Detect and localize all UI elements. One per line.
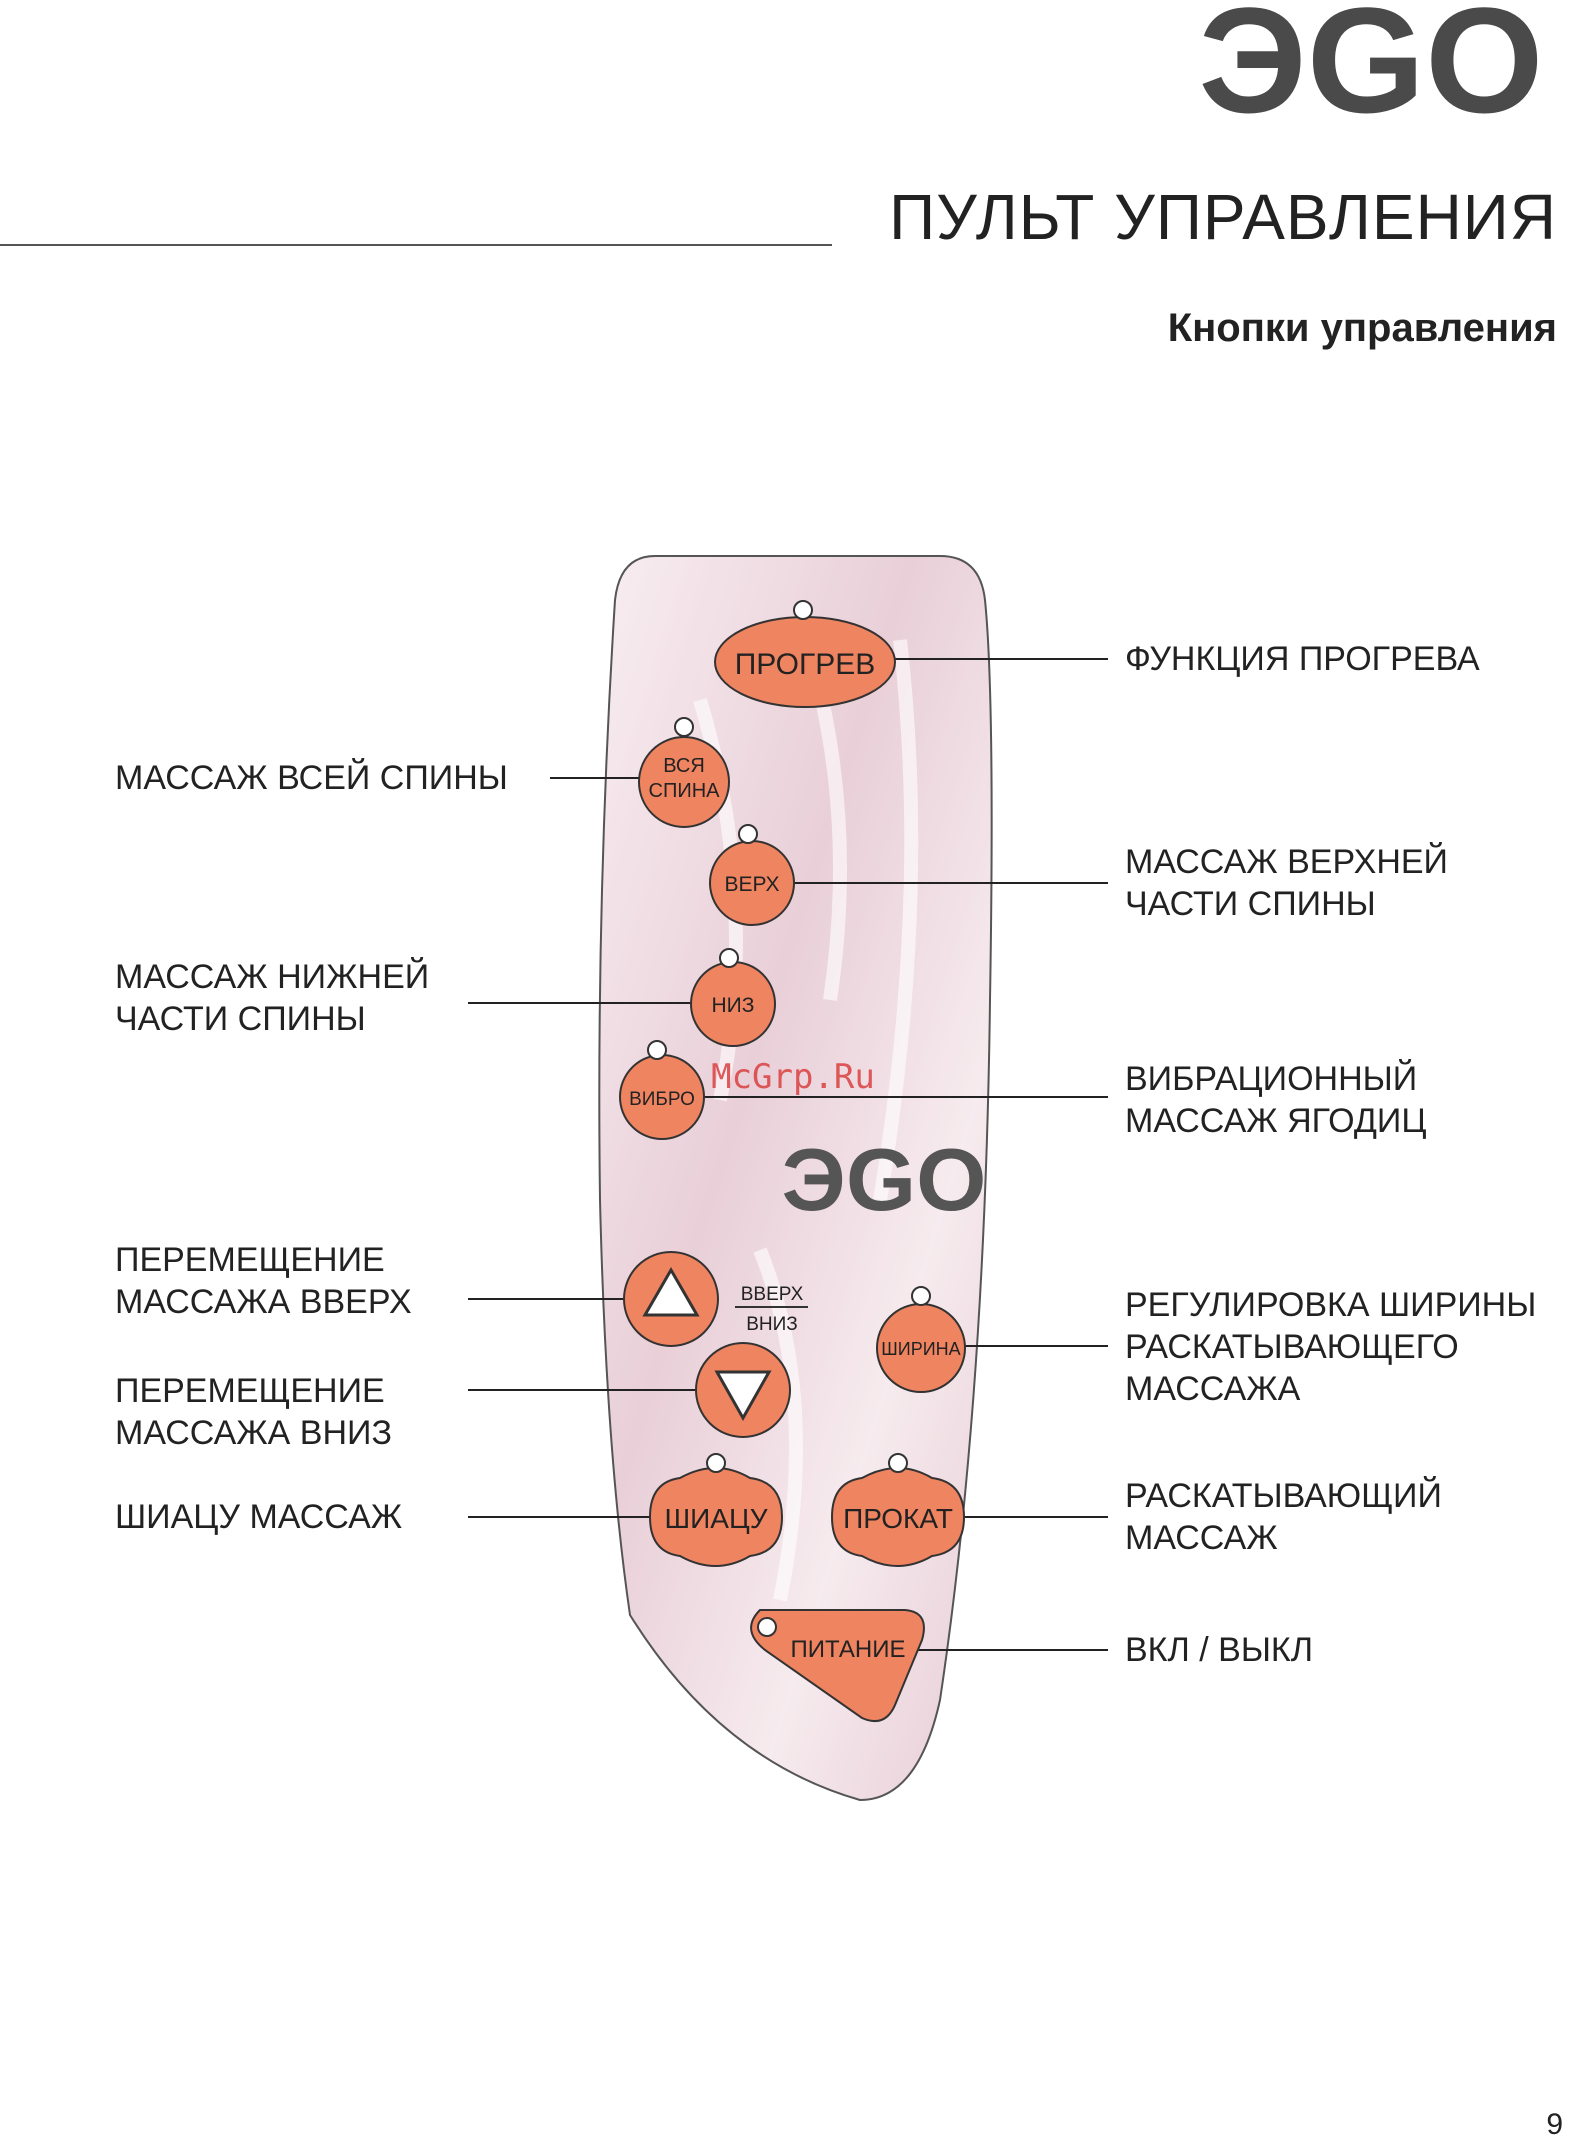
vibro-button-label: ВИБРО: [629, 1089, 695, 1110]
section-subtitle: Кнопки управления: [1167, 306, 1557, 350]
power-indicator-led: [757, 1617, 777, 1637]
full-back-indicator-led: [674, 717, 694, 737]
width-indicator-led: [911, 1286, 931, 1306]
width-button[interactable]: ШИРИНА: [876, 1303, 966, 1393]
warm-indicator-led: [793, 600, 813, 620]
lower-indicator-led: [719, 948, 739, 968]
power-button-label: ПИТАНИЕ: [791, 1636, 906, 1663]
label-shiatsu: ШИАЦУ МАССАЖ: [115, 1498, 403, 1536]
full-back-button[interactable]: ВСЯ СПИНА: [638, 736, 730, 828]
full-back-label-1: ВСЯ: [663, 755, 705, 777]
brand-logo-text: ЭGO: [1199, 0, 1544, 125]
move-up-button[interactable]: [623, 1251, 719, 1347]
arrow-up-icon: [642, 1267, 700, 1317]
vibro-button[interactable]: ВИБРО: [619, 1054, 705, 1140]
upper-indicator-led: [738, 824, 758, 844]
lower-button-label: НИЗ: [712, 994, 755, 1017]
warm-button-label: ПРОГРЕВ: [735, 648, 876, 681]
upper-button-label: ВЕРХ: [724, 873, 779, 896]
power-button[interactable]: ПИТАНИЕ: [750, 1609, 925, 1722]
upper-button[interactable]: ВЕРХ: [709, 840, 795, 926]
shiatsu-indicator-led: [706, 1453, 726, 1473]
label-warm: ФУНКЦИЯ ПРОГРЕВА: [1125, 640, 1480, 678]
warm-button[interactable]: ПРОГРЕВ: [714, 616, 896, 708]
rolling-button-label: ПРОКАТ: [843, 1503, 953, 1534]
updown-bottom-label: ВНИЗ: [746, 1314, 798, 1335]
full-back-label-2: СПИНА: [649, 780, 721, 802]
vibro-indicator-led: [647, 1040, 667, 1060]
page-title: ПУЛЬТ УПРАВЛЕНИЯ: [889, 181, 1557, 253]
arrow-down-icon: [714, 1370, 772, 1422]
label-power: ВКЛ / ВЫКЛ: [1125, 1631, 1314, 1669]
remote-logo: ЭGO: [782, 1130, 987, 1229]
leader-lines: [468, 658, 1108, 1651]
title-divider: [0, 244, 832, 246]
label-full-back: МАССАЖ ВСЕЙ СПИНЫ: [115, 759, 508, 797]
move-down-button[interactable]: [695, 1342, 791, 1438]
rolling-button[interactable]: ПРОКАТ: [830, 1467, 966, 1567]
watermark-text: McGrp.Ru: [711, 1057, 875, 1097]
page-number: 9: [1546, 2108, 1563, 2141]
shiatsu-button[interactable]: ШИАЦУ: [648, 1467, 784, 1567]
shiatsu-button-label: ШИАЦУ: [665, 1503, 768, 1534]
brand-logo: ЭGO: [1199, 0, 1544, 125]
updown-top-label: ВВЕРХ: [741, 1284, 804, 1305]
rolling-indicator-led: [888, 1453, 908, 1473]
lower-button[interactable]: НИЗ: [690, 961, 776, 1047]
width-button-label: ШИРИНА: [881, 1339, 960, 1359]
